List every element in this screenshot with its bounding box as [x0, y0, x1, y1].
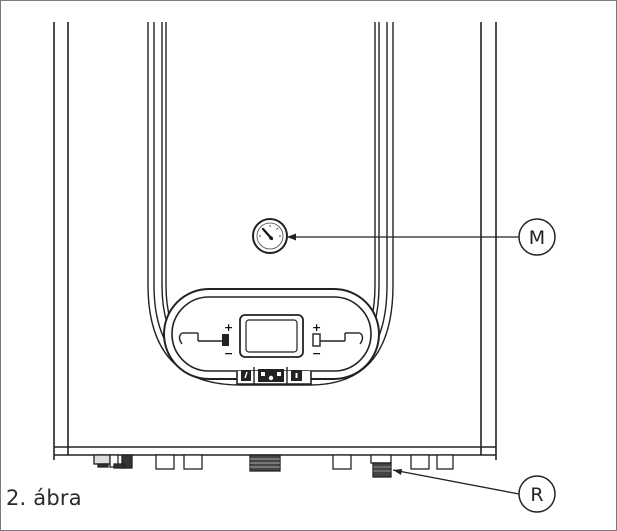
callout-m-label: M	[529, 227, 545, 249]
bottom-connection	[370, 454, 392, 478]
pressure-gauge	[252, 218, 288, 254]
reset-button-icon[interactable]	[241, 370, 251, 381]
control-panel: + − + −	[163, 288, 380, 385]
valve-assembly	[93, 454, 133, 469]
callout-r-label: R	[530, 484, 543, 506]
pipe-1	[155, 454, 175, 470]
pipe-5	[436, 454, 454, 470]
left-temperature-knob[interactable]	[178, 332, 230, 346]
figure-caption: 2. ábra	[6, 486, 82, 510]
pipe-4	[410, 454, 430, 470]
pipe-3	[332, 454, 352, 470]
threaded-connector	[249, 454, 281, 472]
left-knob-plus: +	[224, 321, 233, 334]
info-button-icon[interactable]	[291, 370, 302, 381]
pipe-2	[183, 454, 203, 470]
mode-button-icon[interactable]	[258, 369, 284, 382]
bottom-connections	[93, 454, 454, 478]
leader-arrow-m	[287, 233, 296, 241]
right-temperature-knob[interactable]	[312, 332, 364, 347]
leader-line-r	[392, 469, 520, 495]
callout-m: M	[518, 218, 556, 256]
left-knob-minus: −	[224, 347, 233, 360]
callout-r: R	[518, 475, 556, 513]
display-screen	[239, 314, 304, 358]
right-knob-plus: +	[312, 321, 321, 334]
right-knob-minus: −	[312, 347, 321, 360]
leader-arrow-r	[393, 469, 402, 475]
